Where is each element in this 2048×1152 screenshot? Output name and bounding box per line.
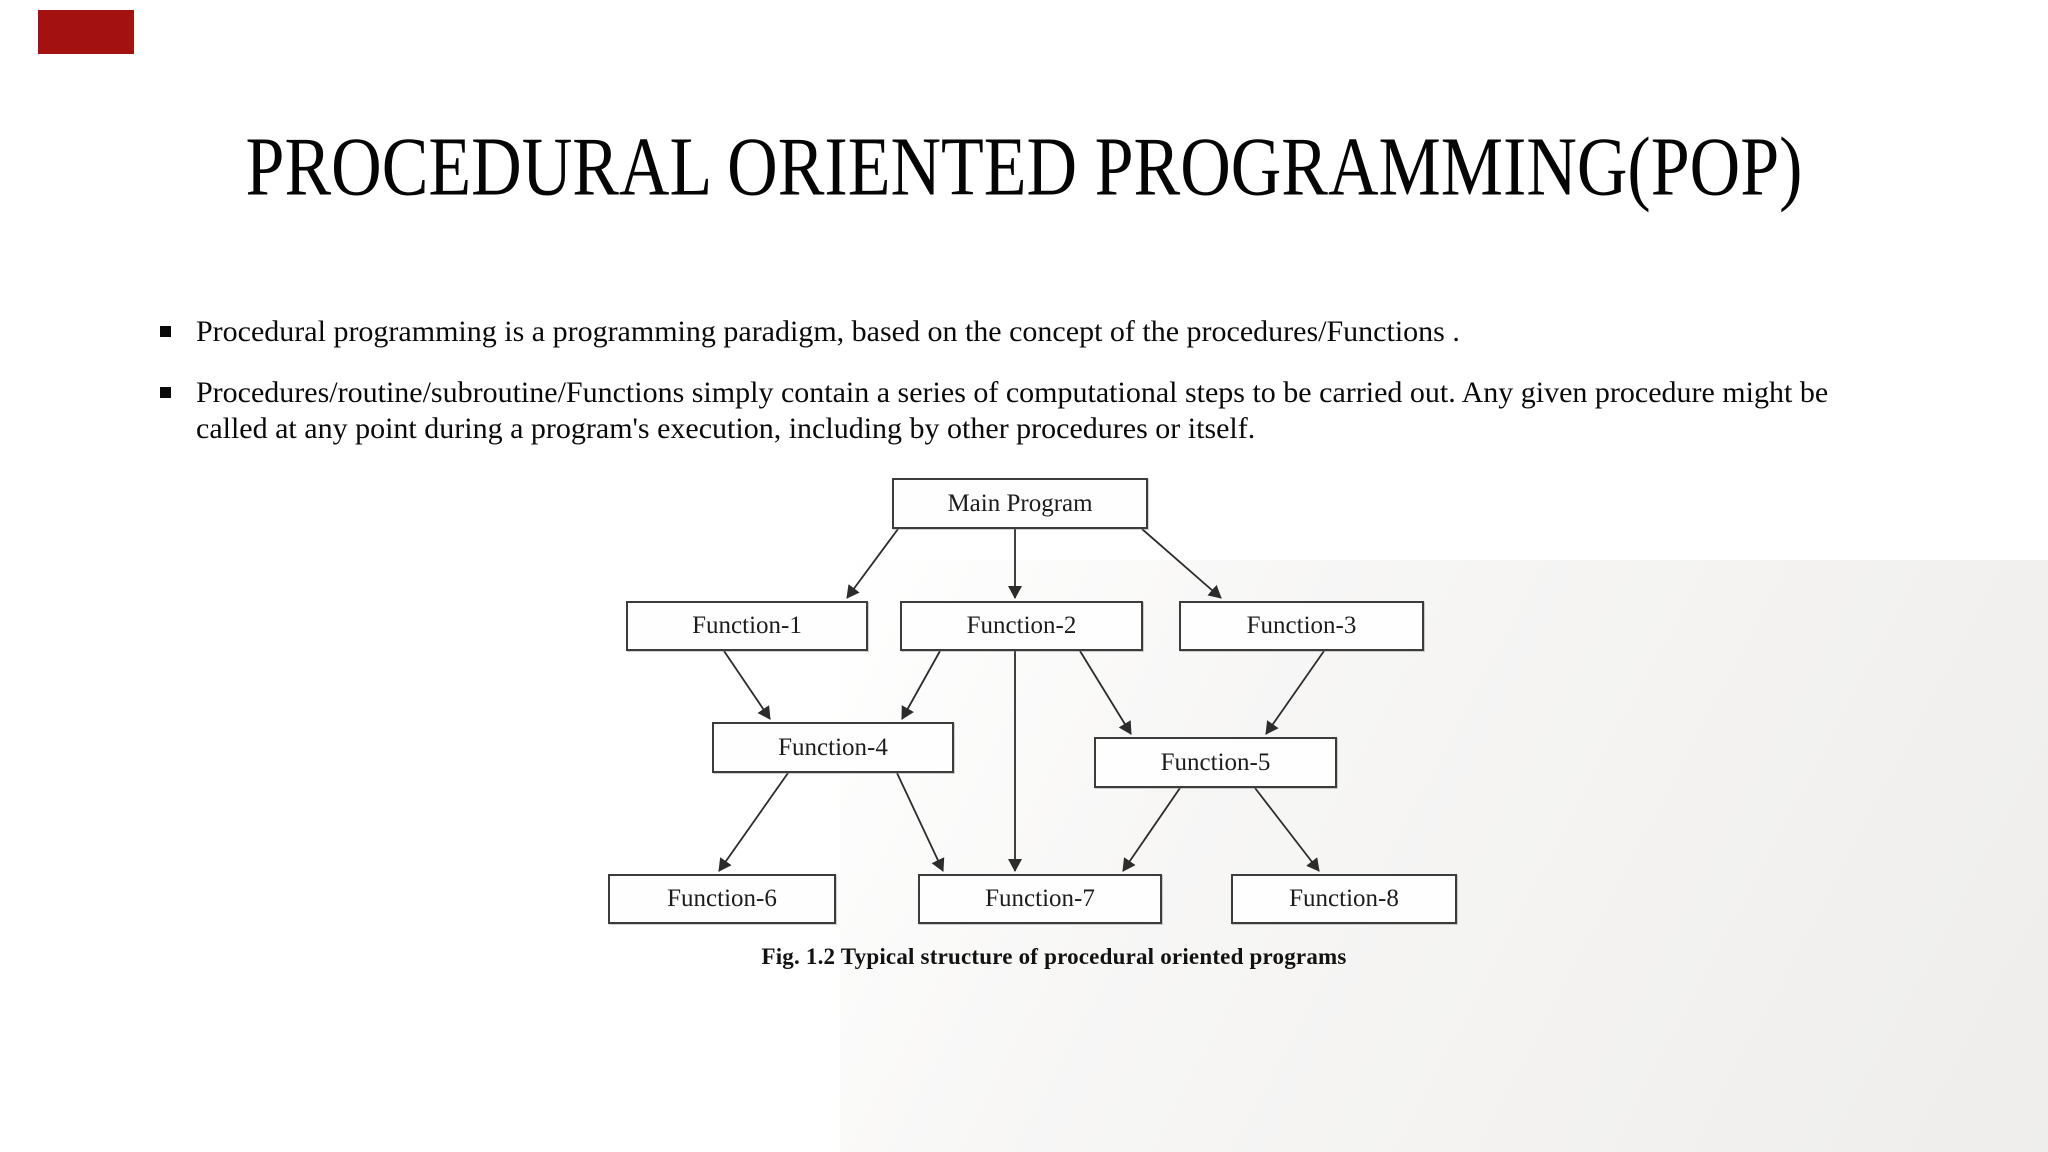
flowchart-node-f8: Function-8 [1231,874,1457,924]
page-title: PROCEDURAL ORIENTED PROGRAMMING(POP) [0,125,2048,209]
flowchart-node-f4: Function-4 [712,722,954,773]
flowchart-node-f6: Function-6 [608,874,836,924]
page-title-text: PROCEDURAL ORIENTED PROGRAMMING(POP) [245,121,1803,214]
flowchart-node-f3: Function-3 [1179,601,1424,651]
bullet-square-icon [160,326,171,337]
flowchart-edge-f4-f6 [718,772,789,872]
flowchart-node-label: Function-4 [778,733,888,761]
flowchart-node-f5: Function-5 [1094,737,1337,788]
flowchart-edge-f5-f8 [1254,787,1320,872]
bullet-text: Procedures/routine/subroutine/Functions … [196,376,1829,445]
flowchart-node-label: Main Program [947,489,1093,517]
flowchart-edge-f4-f7 [896,772,945,872]
flowchart-node-f1: Function-1 [626,601,868,651]
bullet-list: Procedural programming is a programming … [158,314,1864,447]
flowchart-node-main: Main Program [892,478,1148,529]
flowchart-edge-f1-f4 [723,650,771,720]
flowchart-edge-f2-f4 [901,650,941,720]
flowchart-node-f7: Function-7 [918,874,1162,924]
flowchart-node-label: Function-1 [692,612,802,639]
flowchart-node-label: Function-7 [985,885,1095,912]
flowchart-node-label: Function-6 [667,885,777,912]
flowchart-edge-f5-f7 [1122,787,1181,872]
bullet-item: Procedural programming is a programming … [158,314,1864,350]
flowchart-node-label: Function-8 [1289,885,1399,912]
flowchart-edge-f2-f5 [1079,650,1132,735]
slide-accent-mark [38,10,134,54]
flowchart-edge-main-f3 [1141,528,1222,599]
bullet-text: Procedural programming is a programming … [196,315,1460,348]
bullet-item: Procedures/routine/subroutine/Functions … [158,375,1864,447]
flowchart-node-f2: Function-2 [900,601,1143,651]
flowchart-node-label: Function-5 [1160,748,1271,776]
bullet-square-icon [160,387,171,398]
flowchart-edge-main-f1 [846,528,899,599]
flowchart-node-label: Function-3 [1246,612,1357,639]
flowchart-edge-f3-f5 [1265,650,1325,735]
flowchart-node-label: Function-2 [966,612,1077,639]
figure-caption: Fig. 1.2 Typical structure of procedural… [761,944,1347,969]
